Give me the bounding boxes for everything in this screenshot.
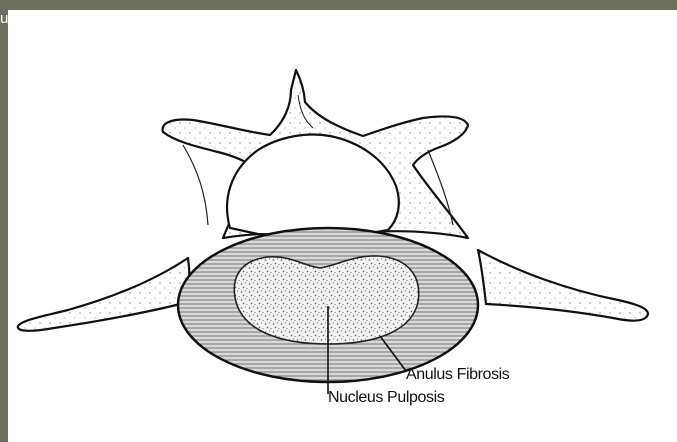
label-nucleus-pulposis: Nucleus Pulposis <box>328 389 444 407</box>
right-transverse-process <box>478 250 648 321</box>
illustration-canvas: Anulus Fibrosis Nucleus Pulposis <box>8 10 677 442</box>
vertebra-illustration <box>8 10 677 442</box>
nucleus-pulposis <box>234 256 418 344</box>
top-border-strip <box>0 0 677 10</box>
left-transverse-process <box>18 258 190 331</box>
label-anulus-fibrosis: Anulus Fibrosis <box>406 366 509 384</box>
